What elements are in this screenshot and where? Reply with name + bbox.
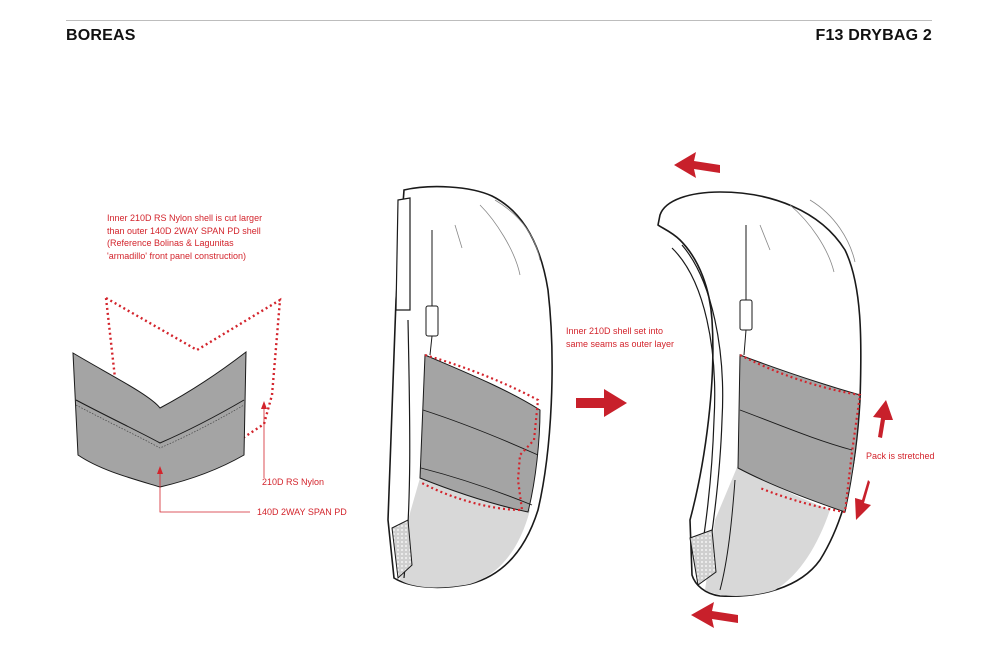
leader-140 xyxy=(159,470,250,513)
pack-seam-2 xyxy=(420,467,533,506)
seam-note: Inner 210D shell set into same seams as … xyxy=(566,325,674,350)
label-210d: 210D RS Nylon xyxy=(262,477,325,487)
stretched-note: Pack is stretched xyxy=(866,451,935,461)
pack-unstretched xyxy=(387,185,553,589)
panel-seam-1b xyxy=(75,404,245,449)
arrow-up-icon xyxy=(873,400,893,438)
pack-stretched xyxy=(657,191,862,598)
product-title: F13 DRYBAG 2 xyxy=(815,27,932,44)
arrow-left-icon xyxy=(674,152,720,178)
outer-shell-panel xyxy=(72,350,247,488)
inner-shell-note: Inner 210D RS Nylon shell is cut larger … xyxy=(107,212,262,262)
inner-shell-outline xyxy=(104,296,282,441)
inner-shell-note-line-3: (Reference Bolinas & Lagunitas xyxy=(107,238,234,248)
seam-note-line-2: same seams as outer layer xyxy=(566,338,675,349)
pack-stretched-mesh xyxy=(689,529,717,586)
pack-lid-ribs xyxy=(454,199,541,276)
pack-stretched-inner-edge xyxy=(719,479,736,591)
inner-shell-note-line-4: 'armadillo' front panel construction) xyxy=(107,250,247,261)
flat-panel-group xyxy=(72,296,282,513)
pack-side-strap xyxy=(395,197,411,311)
pack-stretched-lower xyxy=(705,465,830,596)
arrow-down-icon xyxy=(855,480,871,520)
arrow-left-icon xyxy=(691,602,738,628)
pack-stretched-buckle xyxy=(739,299,753,331)
inner-shell-note-line-1: Inner 210D RS Nylon shell is cut larger xyxy=(107,213,263,223)
label-140d: 140D 2WAY SPAN PD xyxy=(257,507,347,517)
pack-stretched-seam-1 xyxy=(739,409,853,451)
pack-stretched-inner-dotted xyxy=(739,354,862,514)
leader-140-arrowhead xyxy=(157,466,163,474)
pack-gray-panel xyxy=(419,354,541,513)
pack-lower-fill xyxy=(400,478,530,588)
stretch-arrows xyxy=(674,152,893,628)
pack-seam-1 xyxy=(422,409,539,456)
pack-stretched-panel xyxy=(737,354,861,513)
brand-name: BOREAS xyxy=(66,27,136,44)
header-rule xyxy=(66,20,932,21)
arrow-right-icon xyxy=(576,389,627,417)
inner-shell-note-line-2: than outer 140D 2WAY SPAN PD shell xyxy=(107,225,261,236)
transition-arrow xyxy=(576,389,627,417)
leader-210-arrowhead xyxy=(261,401,267,409)
pack-inner-shell-dotted xyxy=(419,353,540,512)
pack-stretched-lid-ribs xyxy=(759,199,856,273)
pack-mesh-pocket xyxy=(391,519,413,580)
seam-note-line-1: Inner 210D shell set into xyxy=(566,326,664,336)
pack-buckle xyxy=(425,305,439,337)
panel-seam-1 xyxy=(75,399,245,444)
